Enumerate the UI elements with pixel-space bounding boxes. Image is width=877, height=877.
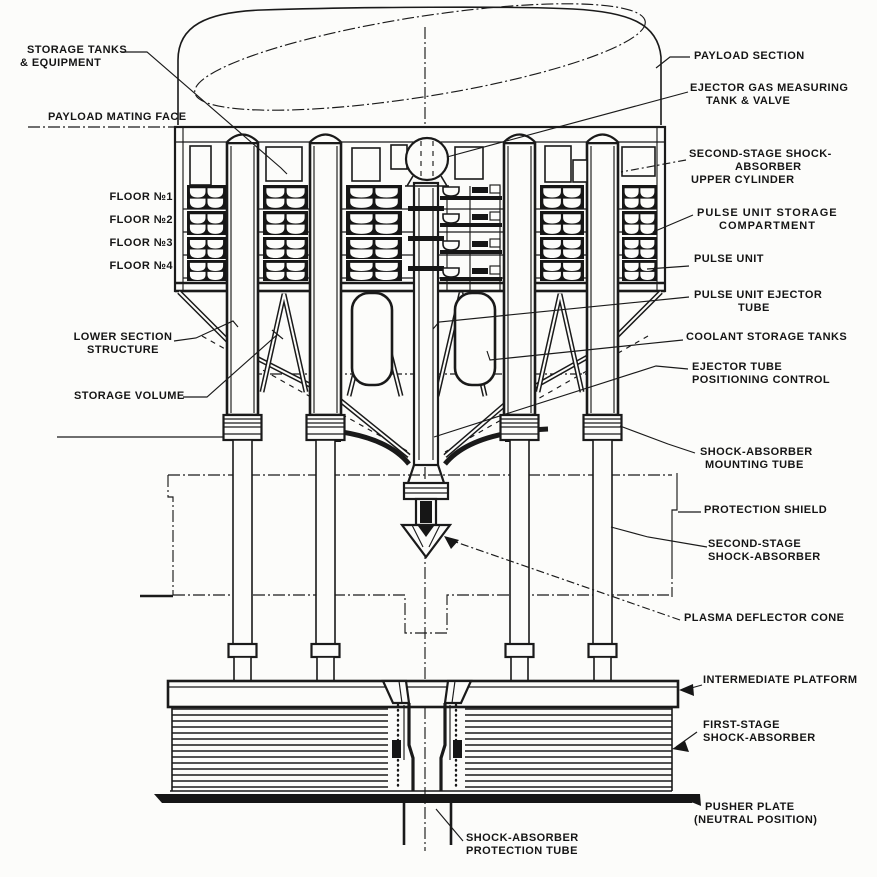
label-first-stage-shock-absorber: FIRST-STAGE SHOCK-ABSORBER [703,719,816,745]
label-line: EJECTOR GAS MEASURING [690,82,849,94]
label-line: SECOND-STAGE [708,538,802,550]
label-line: EJECTOR TUBE [692,361,783,373]
label-second-stage-shock-absorber: SECOND-STAGE SHOCK-ABSORBER [708,538,821,564]
label-line: ABSORBER [735,161,802,173]
pusher-plate [154,794,700,803]
label-line: SHOCK-ABSORBER [700,446,813,458]
pulse-unit-ejector-tube [399,181,453,559]
label-line: SHOCK-ABSORBER [703,732,816,744]
label-line: LOWER SECTION [73,331,173,343]
label-floor-2: FLOOR №2 [85,214,173,227]
label-line: & EQUIPMENT [20,57,102,69]
intermediate-platform [166,679,680,709]
label-line: PROTECTION TUBE [466,845,578,857]
label-protection-shield: PROTECTION SHIELD [704,504,827,517]
label-shock-absorber-mounting-tube: SHOCK-ABSORBER MOUNTING TUBE [700,446,813,472]
label-plasma-deflector-cone: PLASMA DEFLECTOR CONE [684,612,844,625]
label-line: SECOND-STAGE SHOCK- [689,148,832,160]
label-line: FLOOR №2 [109,214,173,226]
label-line: PULSE UNIT STORAGE [697,207,838,219]
leg [499,141,540,683]
label-line: INTERMEDIATE PLATFORM [703,674,858,686]
first-stage-assembly [154,679,700,845]
label-line: PROTECTION SHIELD [704,504,828,516]
label-line: POSITIONING CONTROL [692,374,831,386]
label-line: PULSE UNIT EJECTOR [694,289,823,301]
leg [305,141,346,683]
second-stage-shock-absorber-legs [222,133,623,683]
leg [582,141,623,683]
label-line: FLOOR №3 [109,237,173,249]
label-line: PLASMA DEFLECTOR CONE [684,612,845,624]
label-floor-1: FLOOR №1 [85,191,173,204]
label-line: SHOCK-ABSORBER [708,551,821,563]
label-line: STORAGE VOLUME [74,390,185,402]
label-ejector-tube-positioning-control: EJECTOR TUBE POSITIONING CONTROL [692,361,830,387]
label-line: STRUCTURE [87,344,159,356]
label-line: PULSE UNIT [694,253,764,265]
label-line: PAYLOAD MATING FACE [48,111,187,123]
label-pusher-plate: PUSHER PLATE (NEUTRAL POSITION) [694,801,817,827]
label-payload-mating-face: PAYLOAD MATING FACE [48,111,187,124]
label-pulse-unit: PULSE UNIT [694,253,764,266]
label-line: TANK & VALVE [706,95,791,107]
label-line: SHOCK-ABSORBER [466,832,579,844]
label-pulse-unit-storage-compartment: PULSE UNIT STORAGE COMPARTMENT [697,207,838,233]
label-payload-section: PAYLOAD SECTION [694,50,805,63]
payload-section-dome [177,3,662,125]
label-line: UPPER CYLINDER [691,174,795,186]
label-coolant-storage-tanks: COOLANT STORAGE TANKS [686,331,847,344]
first-stage-stack [170,707,673,792]
label-line: COMPARTMENT [719,220,816,232]
ejector-gas-tank [404,136,450,187]
label-intermediate-platform: INTERMEDIATE PLATFORM [703,674,857,687]
label-floor-4: FLOOR №4 [85,260,173,273]
label-floor-3: FLOOR №3 [85,237,173,250]
label-storage-volume: STORAGE VOLUME [74,390,185,403]
label-line: FLOOR №1 [109,191,173,203]
label-line: TUBE [738,302,770,314]
coolant-tank-left [350,291,394,387]
label-line: STORAGE TANKS [27,44,128,56]
label-shock-absorber-protection-tube: SHOCK-ABSORBER PROTECTION TUBE [466,832,579,858]
plasma-deflector-cone [399,523,453,559]
leader-lines [121,51,708,842]
label-line: FIRST-STAGE [703,719,780,731]
positioning-control-collar [402,481,450,501]
label-second-stage-upper-cylinder: SECOND-STAGE SHOCK- ABSORBER UPPER CYLIN… [689,148,832,187]
label-lower-section-structure: LOWER SECTION STRUCTURE [73,331,173,357]
label-ejector-gas-tank: EJECTOR GAS MEASURING TANK & VALVE [690,82,848,108]
label-line: PUSHER PLATE [705,801,795,813]
leg [222,141,263,683]
label-line: COOLANT STORAGE TANKS [686,331,848,343]
label-line: MOUNTING TUBE [705,459,804,471]
label-line: FLOOR №4 [109,260,173,272]
shock-absorber-protection-tube [381,679,473,845]
label-pulse-unit-ejector-tube: PULSE UNIT EJECTOR TUBE [694,289,822,315]
label-line: PAYLOAD SECTION [694,50,805,62]
label-line: (NEUTRAL POSITION) [694,814,818,826]
coolant-tank-right [453,291,497,387]
pulse-unit-feed-mechanism [440,184,502,290]
label-storage-tanks-equipment: STORAGE TANKS & EQUIPMENT [20,44,127,70]
lower-section-structure [177,290,663,466]
